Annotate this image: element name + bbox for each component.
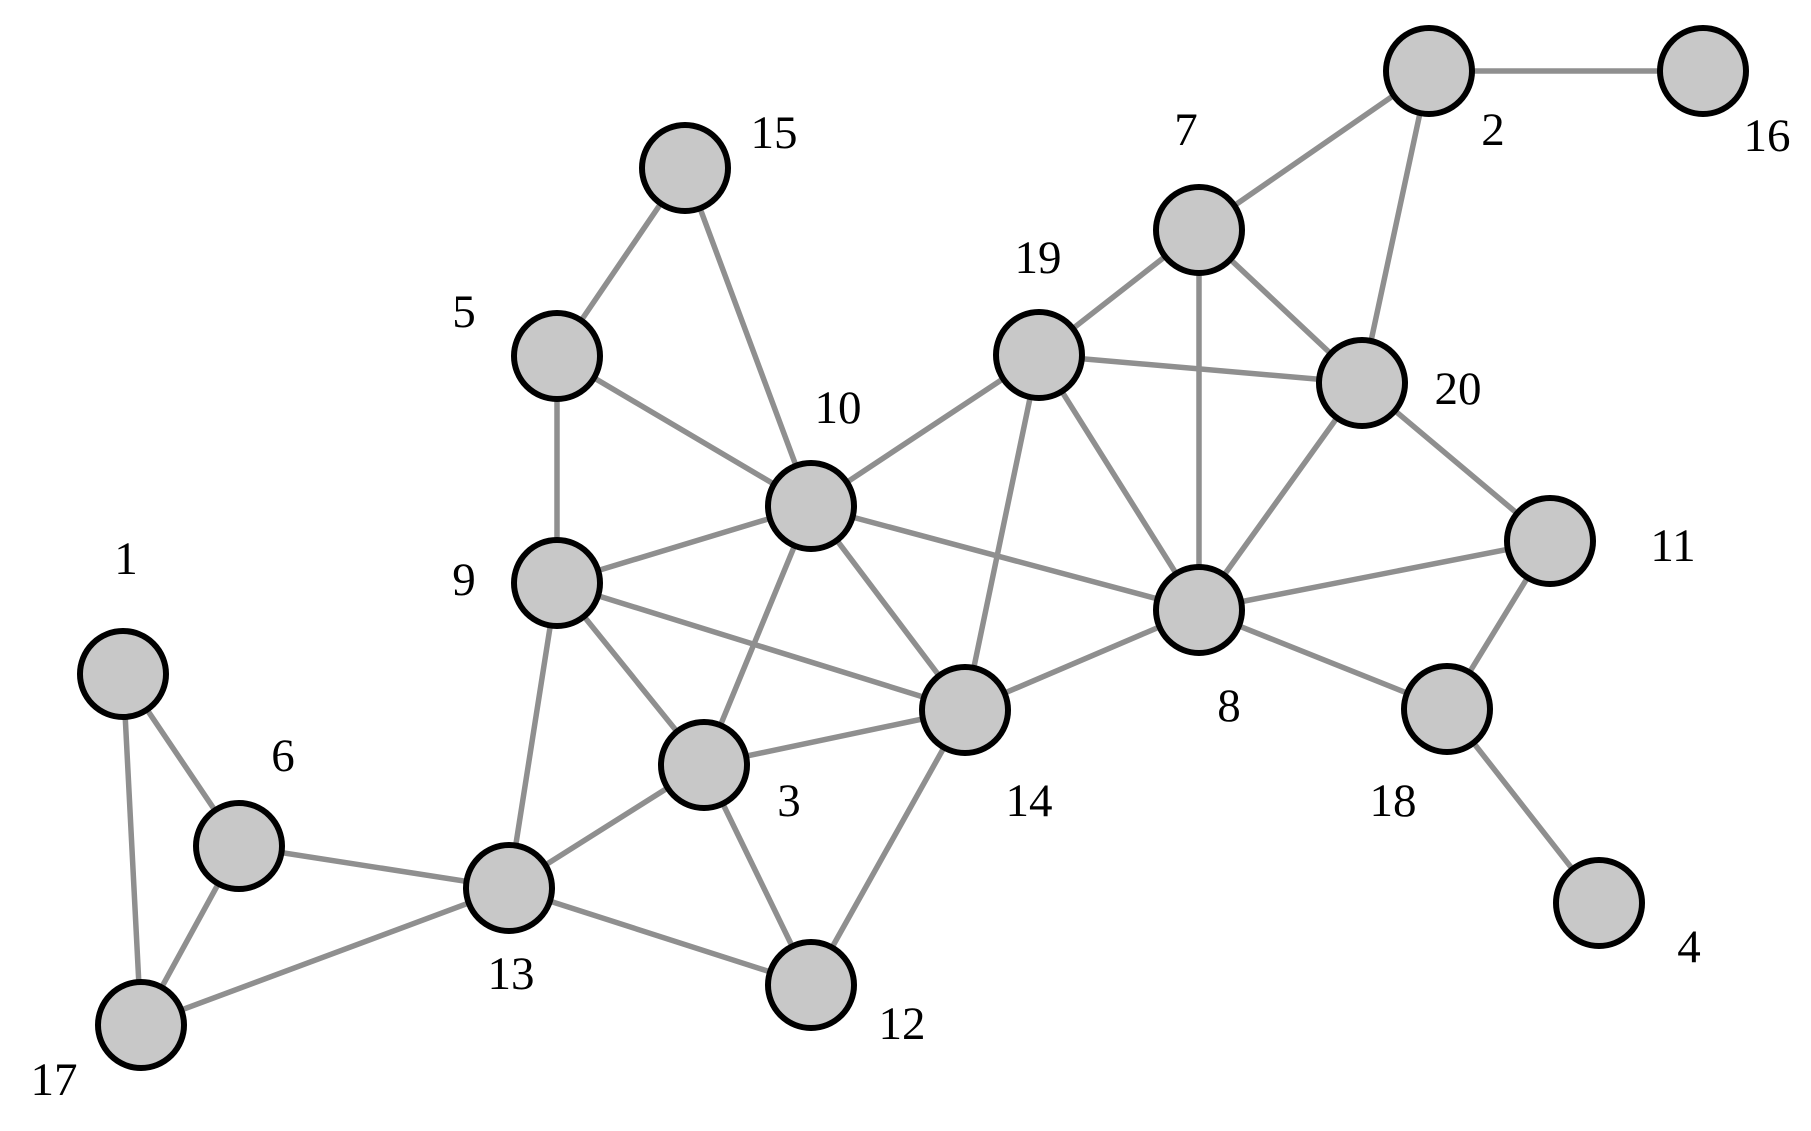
node-label-17: 17 xyxy=(31,1054,78,1106)
edge-19-8 xyxy=(1036,352,1202,613)
edge-10-8 xyxy=(808,503,1202,613)
node-11 xyxy=(1504,495,1596,587)
edge-13-17 xyxy=(138,885,512,1028)
edge-10-3 xyxy=(701,503,814,768)
node-9 xyxy=(511,537,603,629)
node-label-14: 14 xyxy=(1006,775,1053,827)
node-label-4: 4 xyxy=(1677,921,1701,973)
edge-2-7 xyxy=(1196,68,1432,233)
node-label-7: 7 xyxy=(1174,104,1198,156)
node-label-6: 6 xyxy=(271,730,295,782)
node-label-15: 15 xyxy=(751,107,798,159)
node-label-5: 5 xyxy=(452,286,476,338)
edge-20-8 xyxy=(1196,380,1365,613)
node-12 xyxy=(765,939,857,1031)
node-label-2: 2 xyxy=(1481,104,1505,156)
edge-9-13 xyxy=(506,580,560,891)
node-2 xyxy=(1383,25,1475,117)
edge-14-12 xyxy=(808,707,968,988)
node-label-10: 10 xyxy=(815,382,862,434)
node-17 xyxy=(95,979,187,1071)
node-5 xyxy=(511,310,603,402)
node-label-19: 19 xyxy=(1015,232,1062,284)
node-label-16: 16 xyxy=(1744,110,1791,162)
node-label-20: 20 xyxy=(1435,363,1482,415)
node-label-11: 11 xyxy=(1650,520,1695,572)
edge-2-20 xyxy=(1359,68,1432,386)
node-label-12: 12 xyxy=(879,998,926,1050)
node-16 xyxy=(1657,25,1749,117)
edge-15-10 xyxy=(682,165,814,509)
node-14 xyxy=(919,664,1011,756)
edge-5-10 xyxy=(554,353,814,509)
node-4 xyxy=(1553,857,1645,949)
edge-13-12 xyxy=(506,885,814,988)
node-label-3: 3 xyxy=(777,775,801,827)
graph-nodes xyxy=(77,25,1749,1071)
node-3 xyxy=(658,719,750,811)
node-1 xyxy=(77,628,169,720)
edge-1-17 xyxy=(120,671,144,1028)
node-10 xyxy=(765,460,857,552)
node-13 xyxy=(463,842,555,934)
node-label-1: 1 xyxy=(114,533,138,585)
node-label-9: 9 xyxy=(452,554,476,606)
edge-19-14 xyxy=(962,352,1042,713)
node-19 xyxy=(993,309,1085,401)
node-20 xyxy=(1316,337,1408,429)
node-label-13: 13 xyxy=(488,948,535,1000)
graph-edges xyxy=(120,68,1706,1028)
node-label-8: 8 xyxy=(1217,680,1241,732)
edge-8-11 xyxy=(1196,538,1553,613)
edge-19-20 xyxy=(1036,352,1365,386)
node-8 xyxy=(1153,564,1245,656)
node-7 xyxy=(1153,184,1245,276)
node-15 xyxy=(639,122,731,214)
node-label-18: 18 xyxy=(1370,775,1417,827)
node-6 xyxy=(193,800,285,892)
edge-9-14 xyxy=(554,580,968,713)
node-18 xyxy=(1401,663,1493,755)
